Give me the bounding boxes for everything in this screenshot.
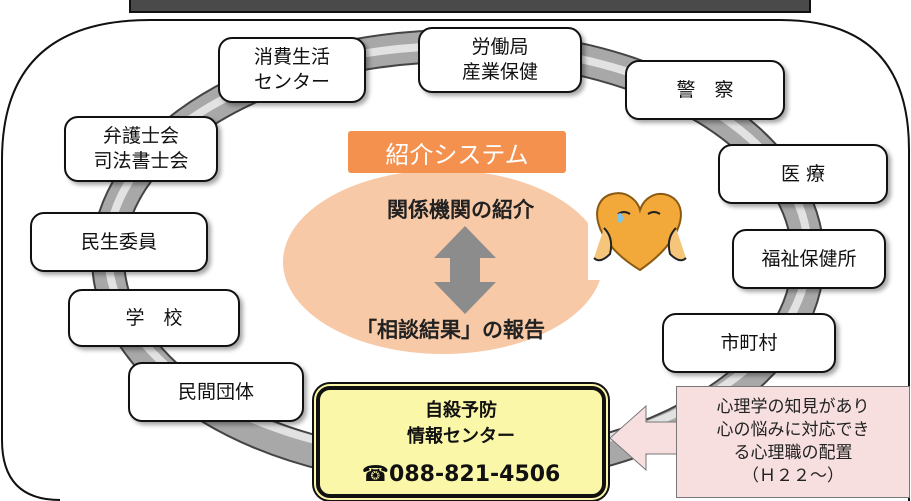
node-school: 学 校 [68,289,240,347]
node-lawyer-association: 弁護士会 司法書士会 [64,116,218,182]
outer-frame [1,19,910,501]
node-municipality-label: 市町村 [720,331,778,354]
center-line1: 自殺予防 [425,399,497,421]
note-line2: 心の悩みに対応でき [716,420,870,440]
node-school-label: 学 校 [125,306,183,329]
top-banner [129,0,811,13]
referral-system-tag: 紹介システム [348,131,566,173]
node-consumer-line1: 消費生活 [253,46,330,68]
node-labor-line2: 産業保健 [461,61,538,83]
node-welfare-commissioner-label: 民生委員 [80,230,157,253]
suicide-prevention-center: 自殺予防 情報センター ☎088-821-4506 [316,386,606,498]
node-private-organization-label: 民間団体 [177,380,254,403]
node-welfare-commissioner: 民生委員 [30,212,208,272]
node-police: 警 察 [625,60,785,120]
node-health-center-label: 福祉保健所 [761,247,857,270]
center-phone: ☎088-821-4506 [361,461,561,487]
node-consumer-line2: センター [253,71,330,93]
note-line3: る心理職の配置 [733,443,853,463]
heart-character-icon [588,188,696,280]
node-private-organization: 民間団体 [128,362,304,422]
psychologist-note: 心理学の知見があり 心の悩みに対応でき る心理職の配置 （Ｈ２２〜） [676,386,910,498]
node-consumer-center: 消費生活 センター [218,37,366,103]
node-medical: 医 療 [718,144,888,204]
double-arrow-icon [434,226,496,314]
node-municipality: 市町村 [662,313,836,373]
referral-oval [283,170,603,354]
node-lawyer-line1: 弁護士会 [102,125,179,147]
node-labor-line1: 労働局 [471,36,529,58]
note-line1: 心理学の知見があり [716,397,870,417]
node-lawyer-line2: 司法書士会 [93,150,189,172]
node-labor-bureau: 労働局 産業保健 [418,27,582,93]
referral-text: 関係機関の紹介 [387,198,534,222]
center-line2: 情報センター [407,425,515,447]
outer-frame-left [1,160,61,501]
node-police-label: 警 察 [676,78,734,101]
note-line4: （Ｈ２２〜） [742,466,844,486]
node-health-center: 福祉保健所 [732,229,886,289]
node-medical-label: 医 療 [780,162,826,185]
report-text: 「相談結果」の報告 [356,318,545,342]
